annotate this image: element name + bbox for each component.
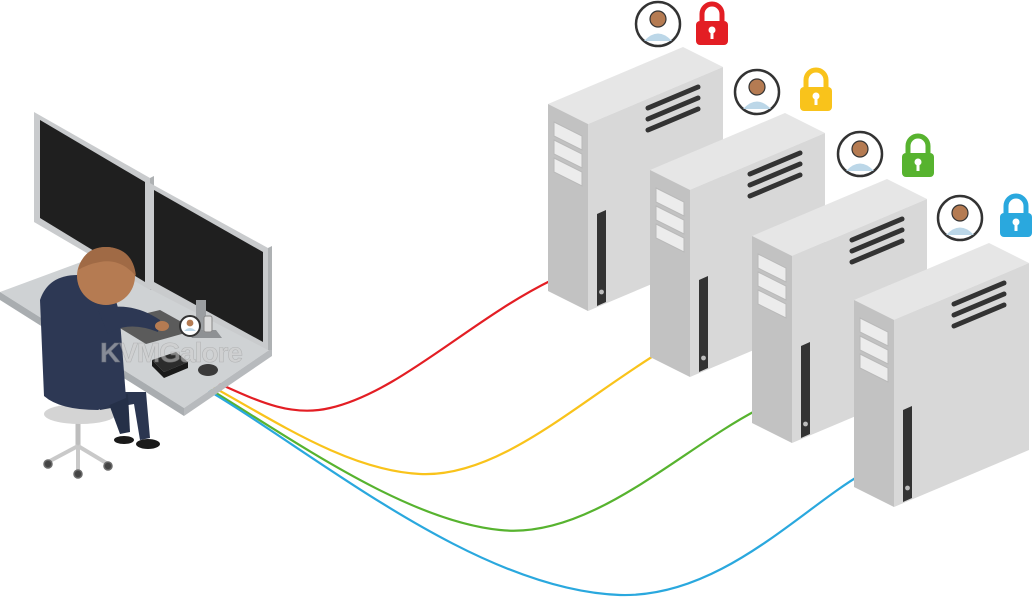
cable-server-1 — [181, 279, 553, 412]
watermark: KVMGalore — [100, 337, 244, 369]
server-front-slot — [903, 406, 912, 502]
user-icon — [634, 0, 682, 48]
desk-user-badge — [179, 315, 201, 337]
server-power-led — [701, 355, 706, 361]
server-4 — [854, 243, 1029, 507]
lock-closed-icon — [1000, 193, 1032, 237]
lock-closed-icon — [902, 133, 934, 177]
servers — [548, 0, 1032, 507]
operator-person — [40, 246, 169, 479]
user-icon — [936, 194, 984, 242]
server-front-slot — [699, 276, 708, 372]
watermark-text: KVMGalore — [100, 337, 242, 368]
cables — [181, 279, 863, 597]
user-icon — [836, 130, 884, 178]
server-2 — [650, 113, 825, 377]
cable-server-4 — [189, 379, 863, 597]
mouse — [198, 364, 218, 376]
server-3 — [752, 179, 927, 443]
server-power-led — [599, 289, 604, 295]
server-front-slot — [801, 342, 810, 438]
server-power-led — [905, 485, 910, 491]
server-1 — [548, 47, 723, 311]
lock-closed-icon — [800, 67, 832, 111]
office-chair — [43, 420, 113, 479]
lock-closed-icon — [696, 1, 728, 45]
workstation: KVMGalore — [0, 112, 272, 479]
user-icon — [733, 68, 781, 116]
cable-server-2 — [184, 349, 664, 476]
monitor-right — [148, 182, 272, 350]
kvm-switch — [152, 352, 188, 378]
server-power-led — [803, 421, 808, 427]
server-front-slot — [597, 210, 606, 306]
cable-server-3 — [187, 375, 758, 532]
